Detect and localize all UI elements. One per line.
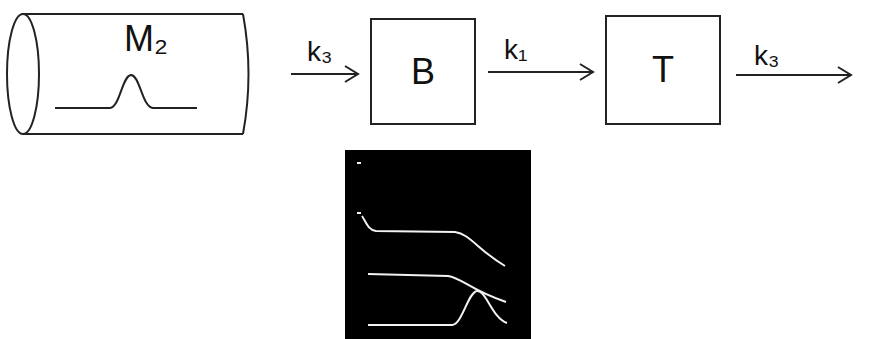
oscilloscope-screen (345, 150, 531, 339)
process-box: T (605, 15, 721, 125)
rate-constant: k₃ (752, 40, 781, 72)
rate-constant: k₁ (502, 34, 529, 66)
process-box: B (370, 18, 476, 125)
node-label: T (652, 49, 674, 91)
node-label: B (411, 51, 435, 93)
node-label: M₂ (5, 18, 279, 60)
rate-arrow (291, 66, 358, 82)
rate-constant: k₃ (305, 36, 334, 68)
rate-arrow (488, 64, 593, 80)
vessel-cylinder: M₂ (5, 12, 279, 136)
